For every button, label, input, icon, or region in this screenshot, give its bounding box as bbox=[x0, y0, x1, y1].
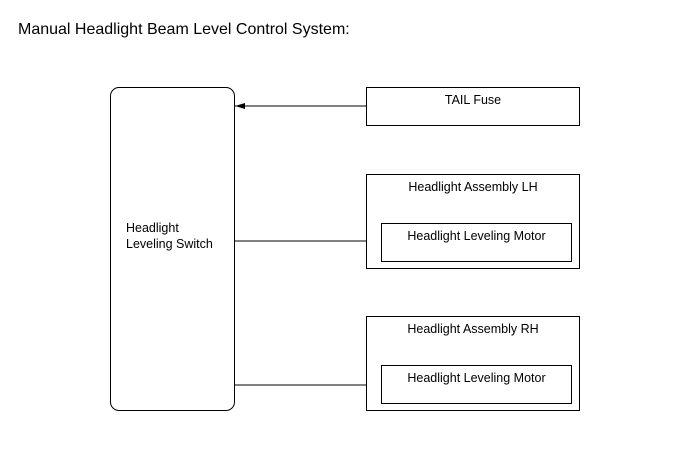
tail-fuse-block: TAIL Fuse bbox=[366, 87, 580, 126]
motor-rh-label: Headlight Leveling Motor bbox=[407, 371, 546, 385]
headlight-assembly-lh-block: Headlight Assembly LH Headlight Leveling… bbox=[366, 174, 580, 269]
switch-label: Headlight Leveling Switch bbox=[126, 220, 234, 252]
diagram-title: Manual Headlight Beam Level Control Syst… bbox=[18, 21, 350, 38]
switch-label-line1: Headlight bbox=[126, 221, 179, 235]
assembly-lh-label: Headlight Assembly LH bbox=[408, 180, 538, 194]
assembly-rh-label: Headlight Assembly RH bbox=[407, 322, 539, 336]
leveling-motor-rh-block: Headlight Leveling Motor bbox=[381, 365, 572, 404]
fuse-label: TAIL Fuse bbox=[444, 93, 502, 107]
headlight-assembly-rh-block: Headlight Assembly RH Headlight Leveling… bbox=[366, 316, 580, 411]
switch-label-line2: Leveling Switch bbox=[126, 237, 213, 251]
headlight-leveling-switch-block: Headlight Leveling Switch bbox=[110, 87, 235, 411]
leveling-motor-lh-block: Headlight Leveling Motor bbox=[381, 223, 572, 262]
motor-lh-label: Headlight Leveling Motor bbox=[407, 229, 546, 243]
